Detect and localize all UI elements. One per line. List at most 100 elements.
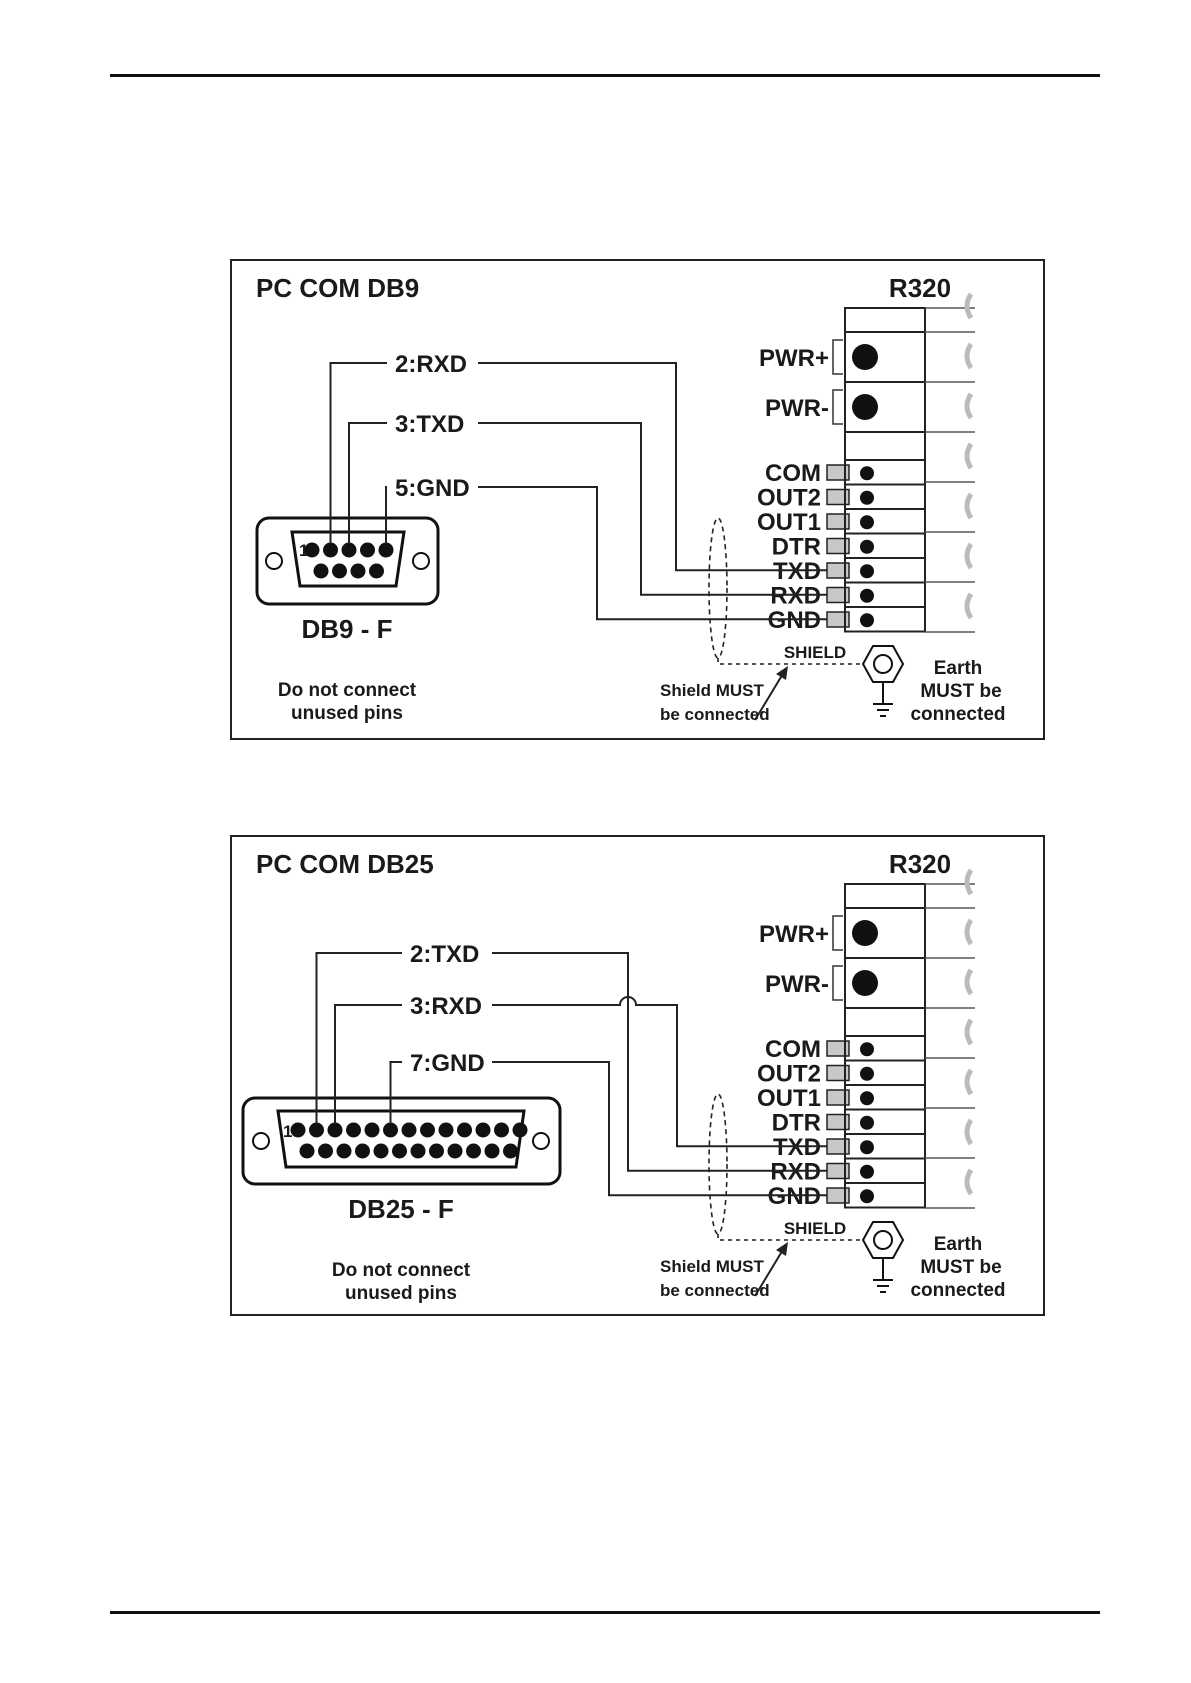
terminal-label-dtr: DTR — [772, 534, 821, 561]
screw-icon — [852, 970, 878, 996]
pin-icon — [373, 1143, 389, 1159]
wire-entry-icon — [832, 339, 843, 375]
screw-icon — [860, 1115, 874, 1130]
terminal-cap — [844, 307, 926, 333]
pin-icon — [364, 1122, 380, 1138]
pin-icon — [355, 1143, 370, 1159]
footer-rule — [110, 1611, 1100, 1614]
pin-icon — [341, 542, 357, 558]
housing-groove — [964, 1018, 974, 1046]
diagram-title: PC COM DB25 — [256, 849, 434, 879]
wire-right — [492, 1061, 827, 1197]
pwr-minus-label: PWR- — [765, 971, 829, 998]
db25-connector: 1 — [241, 1096, 562, 1186]
pin-icon — [383, 1122, 398, 1138]
earth-note: Earth — [934, 1234, 983, 1255]
housing-groove — [964, 542, 974, 570]
screw-icon — [860, 1189, 874, 1204]
wire-entry-icon — [832, 389, 843, 425]
arrow-head-icon — [776, 1242, 788, 1256]
housing-groove — [964, 492, 974, 520]
pin-icon — [466, 1143, 481, 1159]
terminal-clamp — [826, 1113, 850, 1131]
diagram-frame — [230, 835, 1045, 1316]
housing-groove — [964, 392, 974, 420]
shield-note: be connected — [660, 1281, 770, 1300]
shield-note: Shield MUST — [660, 681, 765, 700]
pin-icon — [332, 563, 347, 579]
screw-icon — [860, 466, 874, 481]
unused-pins-note: Do not connect — [332, 1260, 471, 1281]
wire-left — [329, 362, 387, 544]
screw-icon — [860, 1164, 874, 1179]
wire-label: 7:GND — [410, 1050, 485, 1077]
wire-left — [315, 952, 402, 1124]
pin-icon — [503, 1143, 518, 1159]
terminal-label-out1: OUT1 — [757, 1085, 821, 1112]
housing-groove — [964, 292, 974, 320]
pin-icon — [392, 1143, 407, 1159]
pin-icon — [336, 1143, 352, 1159]
wire-left — [385, 486, 387, 544]
shield-drain — [717, 658, 868, 665]
shield-note: be connected — [660, 705, 770, 724]
shield-ellipse — [708, 1093, 728, 1235]
diagram-title: PC COM DB9 — [256, 273, 419, 303]
wire-right — [478, 362, 827, 572]
terminal-spacer — [844, 431, 926, 461]
screw-icon — [860, 1066, 874, 1081]
pin-icon — [360, 542, 375, 558]
pin1-label: 1 — [283, 1122, 292, 1141]
pin-icon — [410, 1143, 426, 1159]
pin-icon — [290, 1122, 306, 1138]
terminal-label-out2: OUT2 — [757, 485, 821, 512]
housing-groove — [964, 1168, 974, 1196]
connector-face — [276, 1109, 526, 1169]
terminal-label-dtr: DTR — [772, 1110, 821, 1137]
wire-left — [334, 1004, 402, 1124]
pin-icon — [369, 563, 384, 579]
db9-connector: 1 — [255, 516, 440, 606]
housing-groove — [964, 1118, 974, 1146]
wire-entry-icon — [832, 915, 843, 951]
terminal-clamp — [826, 513, 850, 530]
pin-icon — [420, 1122, 435, 1138]
terminal-label-out1: OUT1 — [757, 509, 821, 536]
screw-icon — [860, 564, 874, 579]
wire-left — [348, 422, 387, 544]
pin-icon — [318, 1143, 333, 1159]
wire-entry-icon — [832, 965, 843, 1001]
pin-icon — [494, 1122, 509, 1138]
pwr-minus-label: PWR- — [765, 395, 829, 422]
wire-label: 3:RXD — [410, 993, 482, 1020]
header-rule — [110, 74, 1100, 77]
diagram-frame — [230, 259, 1045, 740]
screw-icon — [860, 515, 874, 530]
wire-right — [492, 996, 827, 1148]
terminal-label-txd: TXD — [773, 558, 821, 585]
pin-icon — [313, 563, 329, 579]
housing-groove — [964, 968, 974, 996]
earth-bolt-icon — [873, 1230, 893, 1250]
arrow-line — [754, 671, 785, 721]
wire-left — [389, 1061, 402, 1124]
terminal-label-rxd: RXD — [770, 1159, 821, 1186]
mounting-hole-icon — [532, 1132, 550, 1150]
connector-label: DB9 - F — [302, 614, 393, 644]
connector-label: DB25 - F — [348, 1194, 453, 1224]
pin-icon — [484, 1143, 500, 1159]
housing-groove — [964, 1068, 974, 1096]
arrow-line — [754, 1247, 785, 1297]
unused-pins-note: unused pins — [291, 703, 403, 724]
earth-note: MUST be — [920, 681, 1001, 702]
pwr-plus-label: PWR+ — [759, 921, 829, 948]
housing-groove — [964, 868, 974, 896]
pin-icon — [299, 1143, 315, 1159]
housing-groove — [964, 442, 974, 470]
